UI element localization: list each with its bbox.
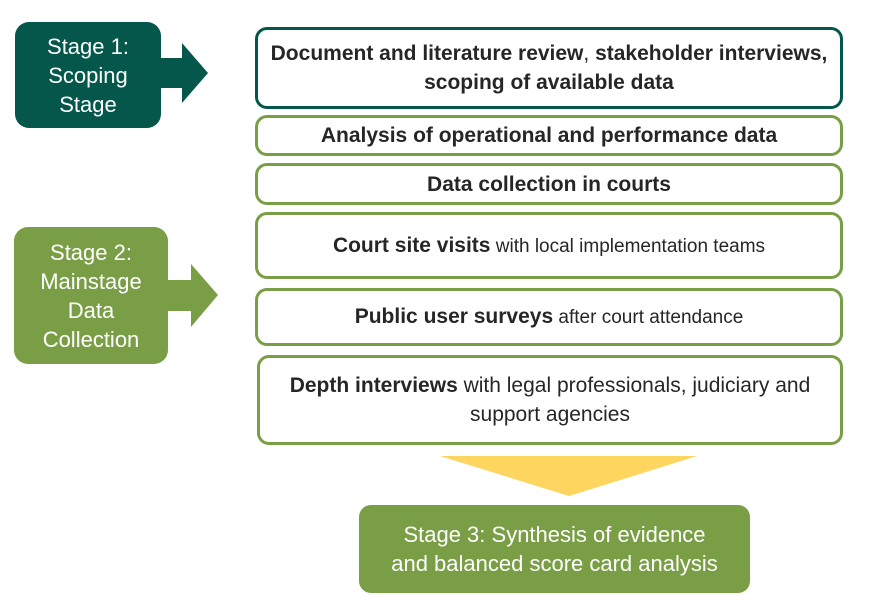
step-depth-interviews-text: Depth interviews with legal professional… xyxy=(289,374,811,426)
step-public-surveys: Public user surveys after court attendan… xyxy=(255,288,843,346)
stage-2-label: Stage 2: Mainstage Data Collection xyxy=(40,239,142,352)
step-operational-analysis: Analysis of operational and performance … xyxy=(255,115,843,156)
step-data-collection: Data collection in courts xyxy=(255,163,843,205)
step-document-review: Document and literature review, stakehol… xyxy=(255,27,843,109)
step-depth-interviews: Depth interviews with legal professional… xyxy=(257,355,843,445)
stage-1-box: Stage 1: Scoping Stage xyxy=(15,22,161,128)
down-arrow-icon xyxy=(440,456,697,496)
step-public-surveys-text: Public user surveys after court attendan… xyxy=(354,305,744,328)
stage-1-label: Stage 1: Scoping Stage xyxy=(47,33,129,117)
stage-2-arrow-icon xyxy=(165,264,218,327)
step-operational-analysis-text: Analysis of operational and performance … xyxy=(320,124,778,147)
step-court-site-visits-text: Court site visits with local implementat… xyxy=(332,233,766,257)
step-document-review-text: Document and literature review, stakehol… xyxy=(270,42,828,94)
step-data-collection-text: Data collection in courts xyxy=(427,172,671,196)
stage-3-box: Stage 3: Synthesis of evidence and balan… xyxy=(359,505,750,593)
stage-3-label: Stage 3: Synthesis of evidence and balan… xyxy=(391,522,718,576)
stage-1-arrow-icon xyxy=(158,43,208,103)
step-court-site-visits: Court site visits with local implementat… xyxy=(255,212,843,279)
stage-2-box: Stage 2: Mainstage Data Collection xyxy=(14,227,168,364)
